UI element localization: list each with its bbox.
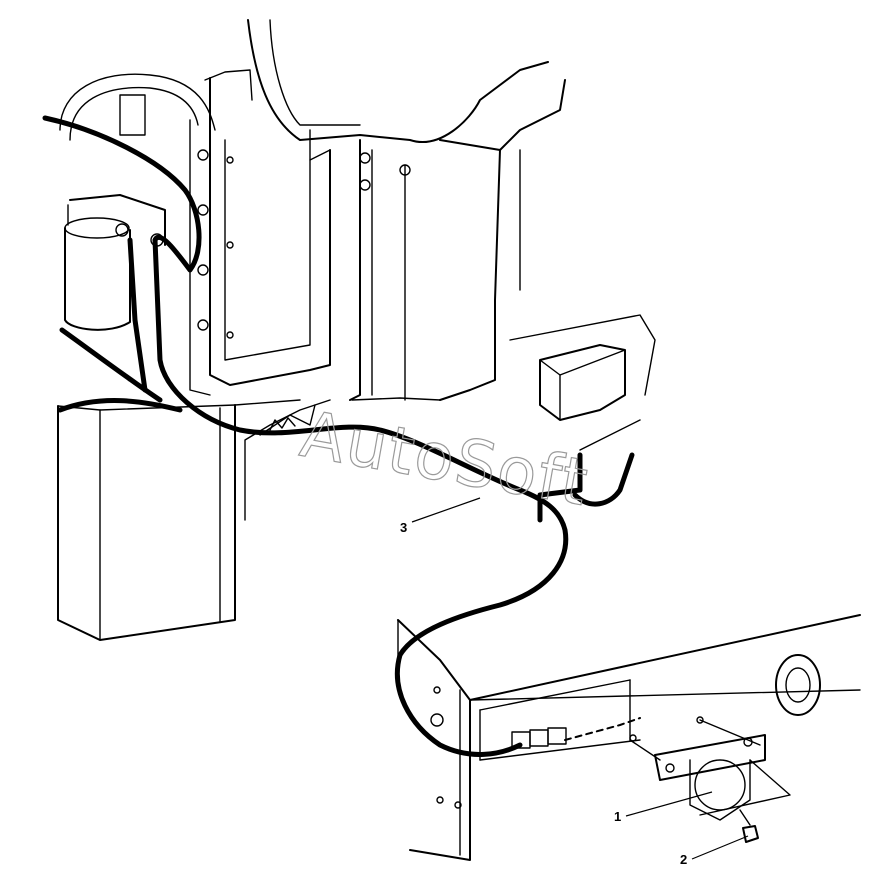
callout-1: 1 [614,791,713,824]
sensor-bracket [629,719,791,821]
control-module [189,69,411,396]
callout-2-label: 2 [680,852,687,867]
engine-cover [244,19,566,521]
frame-rail [397,614,861,861]
wiring-harness [42,115,635,757]
callout-3-label: 3 [400,520,407,535]
filter-canister [59,73,216,331]
relay-box [509,314,656,451]
callout-3: 3 [400,497,481,535]
left-body-panel [57,399,301,641]
watermark: AutoSoft [295,398,594,521]
harness-connectors [511,717,641,749]
bolt [739,809,759,843]
bracket [259,404,316,436]
callout-2: 2 [680,835,749,867]
callout-1-label: 1 [614,809,621,824]
